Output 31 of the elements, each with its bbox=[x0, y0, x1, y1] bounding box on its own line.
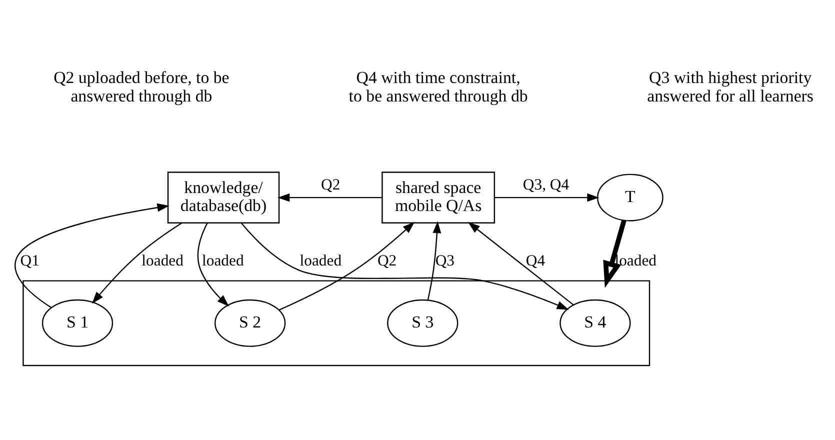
edge-label: Q2 bbox=[377, 252, 397, 270]
arrow bbox=[278, 222, 415, 310]
node-ellipse: S 3 bbox=[387, 299, 458, 347]
node-ellipse: T bbox=[597, 174, 664, 222]
edge-label: Q3, Q4 bbox=[522, 176, 570, 194]
arrow bbox=[603, 220, 626, 288]
label: Q4 with time constraint, to be answered through db bbox=[348, 68, 528, 106]
node-ellipse: S 2 bbox=[214, 299, 286, 347]
arrow bbox=[494, 193, 600, 202]
arrow bbox=[468, 222, 574, 306]
edge-label: Q1 bbox=[20, 252, 40, 270]
cluster bbox=[22, 280, 650, 366]
arrow bbox=[278, 193, 382, 202]
arrow bbox=[92, 222, 182, 304]
label: Q2 uploaded before, to be answered through db bbox=[54, 68, 230, 106]
edge-label: Q4 bbox=[526, 252, 546, 270]
edge-label: loaded bbox=[300, 252, 342, 270]
edge-label: loaded bbox=[142, 252, 184, 270]
node-box: knowledge/ database(db) bbox=[167, 172, 280, 224]
edge-label: Q2 bbox=[321, 176, 340, 194]
node-box: shared space mobile Q/As bbox=[382, 172, 496, 224]
edge-label: Q3 bbox=[435, 252, 455, 270]
edge-label: loaded bbox=[202, 252, 244, 270]
edge-label: loaded bbox=[614, 252, 657, 270]
arrow bbox=[427, 221, 442, 300]
arrow bbox=[14, 203, 170, 308]
arrow bbox=[197, 222, 230, 307]
arrow bbox=[241, 222, 569, 310]
node-ellipse: S 4 bbox=[560, 299, 631, 347]
label: Q3 with highest priority answered for all learners bbox=[647, 68, 814, 106]
node-ellipse: S 1 bbox=[42, 299, 114, 347]
